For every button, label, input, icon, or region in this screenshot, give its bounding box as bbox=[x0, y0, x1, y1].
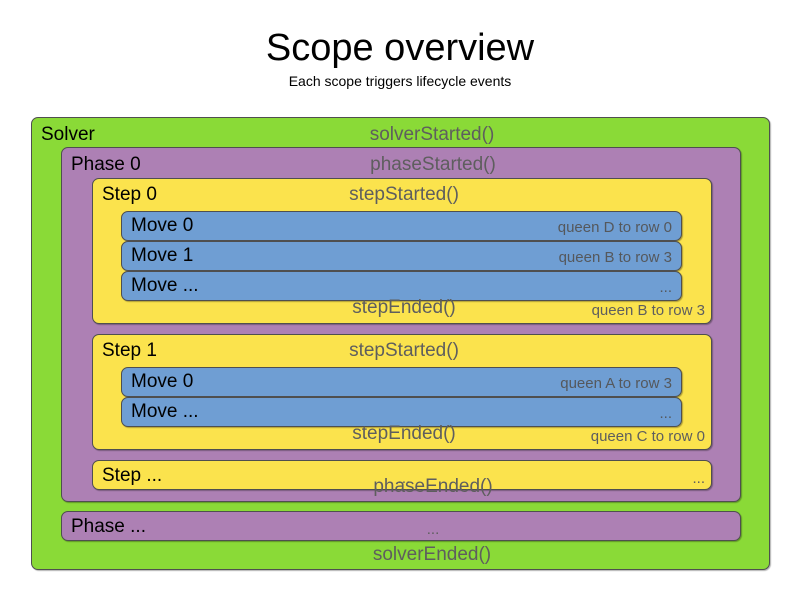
move-row[interactable]: Move 1 queen B to row 3 bbox=[121, 241, 682, 271]
step-collapsed-center-dots: ... bbox=[397, 470, 411, 487]
step-1-ended-event: stepEnded() bbox=[352, 423, 456, 444]
step-1-scope-label: Step 1 bbox=[102, 340, 157, 361]
move-row[interactable]: Move ... ... bbox=[121, 271, 682, 301]
page-subtitle: Each scope triggers lifecycle events bbox=[288, 73, 512, 89]
move-row[interactable]: Move ... ... bbox=[121, 397, 682, 427]
step-0-ended-event: stepEnded() bbox=[352, 297, 456, 318]
step-0-started-event: stepStarted() bbox=[349, 184, 459, 205]
step-1-scope-box[interactable]: Step 1 stepStarted() Move 0 queen A to r… bbox=[92, 334, 712, 450]
phase-0-scope-label: Phase 0 bbox=[71, 154, 141, 175]
step-collapsed-label: Step ... bbox=[102, 465, 163, 486]
step-0-scope-label: Step 0 bbox=[102, 184, 157, 205]
move-label: Move ... bbox=[131, 401, 199, 422]
move-row[interactable]: Move 0 queen D to row 0 bbox=[121, 211, 682, 241]
page-title: Scope overview bbox=[265, 27, 535, 69]
step-collapsed-note-dots: ... bbox=[692, 470, 705, 487]
move-label: Move 0 bbox=[131, 371, 194, 392]
phase-0-ended-event: phaseEnded() bbox=[373, 476, 493, 497]
move-label: Move ... bbox=[131, 275, 199, 296]
step-collapsed-scope-box[interactable]: Step ... ... ... bbox=[92, 460, 712, 490]
phase-collapsed-scope-box[interactable]: Phase ... ... bbox=[61, 511, 741, 541]
move-note: queen B to row 3 bbox=[558, 249, 672, 266]
step-0-ended-note: queen B to row 3 bbox=[591, 302, 705, 319]
move-note: ... bbox=[659, 279, 672, 296]
move-note: queen D to row 0 bbox=[557, 219, 672, 236]
solver-scope-box[interactable]: Solver solverStarted() Phase 0 phaseStar… bbox=[31, 117, 770, 570]
heading-block: Scope overview Each scope triggers lifec… bbox=[0, 0, 800, 90]
solver-started-event: solverStarted() bbox=[369, 124, 495, 145]
solver-ended-event: solverEnded() bbox=[372, 544, 492, 565]
move-label: Move 0 bbox=[131, 215, 194, 236]
phase-collapsed-center-dots: ... bbox=[426, 521, 440, 538]
move-label: Move 1 bbox=[131, 245, 194, 266]
move-note: queen A to row 3 bbox=[560, 375, 672, 392]
step-1-started-event: stepStarted() bbox=[349, 340, 459, 361]
move-row[interactable]: Move 0 queen A to row 3 bbox=[121, 367, 682, 397]
move-note: ... bbox=[659, 405, 672, 422]
phase-collapsed-label: Phase ... bbox=[71, 516, 146, 537]
solver-scope-label: Solver bbox=[41, 124, 95, 145]
phase-0-started-event: phaseStarted() bbox=[370, 154, 496, 175]
step-1-ended-note: queen C to row 0 bbox=[590, 428, 705, 445]
step-0-scope-box[interactable]: Step 0 stepStarted() Move 0 queen D to r… bbox=[92, 178, 712, 324]
phase-0-scope-box[interactable]: Phase 0 phaseStarted() Step 0 stepStarte… bbox=[61, 147, 741, 502]
